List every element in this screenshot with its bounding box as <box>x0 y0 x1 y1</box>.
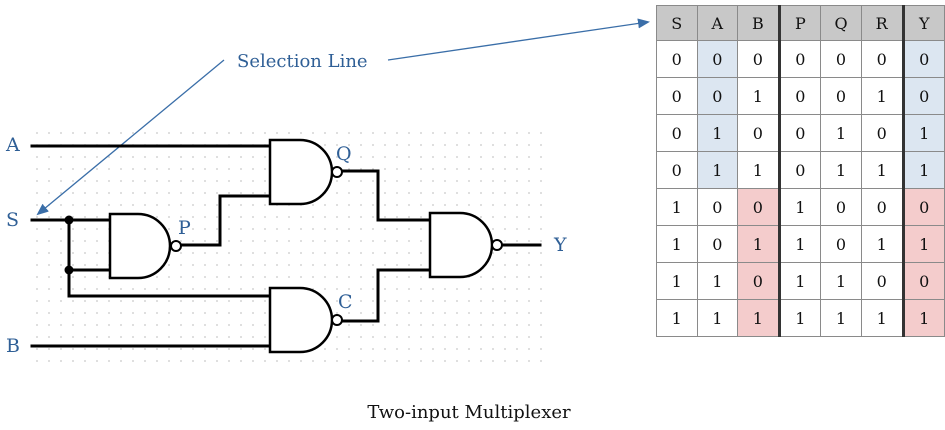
truth-table-header-r: R <box>860 5 904 41</box>
truth-table-cell-s: 0 <box>656 114 698 152</box>
truth-table-cell-y: 0 <box>901 262 945 300</box>
truth-table-cell-r: 1 <box>860 225 904 263</box>
truth-table-cell-q: 0 <box>820 188 862 226</box>
truth-table-cell-r: 1 <box>860 299 904 337</box>
truth-table-cell-y: 0 <box>901 40 945 78</box>
truth-table-cell-s: 1 <box>656 188 698 226</box>
truth-table-cell-b: 1 <box>737 77 780 115</box>
truth-table-cell-p: 0 <box>777 40 822 78</box>
truth-table-cell-y: 1 <box>901 299 945 337</box>
truth-table-cell-b: 0 <box>737 262 780 300</box>
truth-table-cell-r: 0 <box>860 262 904 300</box>
wire-p-to-q <box>180 194 272 247</box>
callout-arrow-to-table <box>387 18 650 61</box>
truth-table-cell-r: 0 <box>860 114 904 152</box>
truth-table-cell-a: 1 <box>696 262 739 300</box>
truth-table-header-y: Y <box>901 5 945 41</box>
truth-table-cell-b: 1 <box>737 225 780 263</box>
truth-table-cell-r: 0 <box>860 40 904 78</box>
truth-table-header-q: Q <box>820 5 862 41</box>
wire-s-to-c <box>67 268 272 298</box>
truth-table-cell-a: 0 <box>696 77 739 115</box>
truth-table-cell-q: 1 <box>820 262 862 300</box>
truth-table-cell-a: 0 <box>696 40 739 78</box>
callout-label: Selection Line <box>237 51 368 72</box>
truth-table-cell-r: 1 <box>860 151 904 189</box>
truth-table-cell-b: 0 <box>737 114 780 152</box>
truth-table-header-a: A <box>696 5 739 41</box>
truth-table-cell-q: 0 <box>820 40 862 78</box>
truth-table-cell-r: 1 <box>860 77 904 115</box>
truth-table-cell-y: 1 <box>901 225 945 263</box>
truth-table-cell-p: 1 <box>777 262 822 300</box>
input-label-b: B <box>6 335 20 357</box>
truth-table-cell-a: 0 <box>696 188 739 226</box>
truth-table-cell-r: 0 <box>860 188 904 226</box>
diagram-caption: Two-input Multiplexer <box>367 402 571 423</box>
truth-table-cell-y: 1 <box>901 114 945 152</box>
truth-table-cell-s: 1 <box>656 225 698 263</box>
truth-table-cell-p: 0 <box>777 114 822 152</box>
truth-table-cell-q: 0 <box>820 77 862 115</box>
truth-table-cell-s: 0 <box>656 151 698 189</box>
truth-table-cell-q: 0 <box>820 225 862 263</box>
nand-gate-output <box>428 211 503 279</box>
gate-label-q: Q <box>336 143 352 165</box>
truth-table-cell-q: 1 <box>820 114 862 152</box>
truth-table-cell-q: 1 <box>820 299 862 337</box>
callout-arrow-to-s <box>36 59 225 216</box>
truth-table-cell-a: 0 <box>696 225 739 263</box>
truth-table-cell-b: 0 <box>737 40 780 78</box>
truth-table-cell-y: 0 <box>901 188 945 226</box>
truth-table-header-p: P <box>777 5 822 41</box>
wire-q-to-output-gate <box>340 169 432 222</box>
output-label-y: Y <box>553 234 567 256</box>
wires <box>30 144 542 348</box>
truth-table-cell-s: 1 <box>656 262 698 300</box>
truth-table-cell-s: 0 <box>656 40 698 78</box>
truth-table-cell-a: 1 <box>696 299 739 337</box>
truth-table-header-b: B <box>737 5 780 41</box>
wire-c-to-output-gate <box>340 268 432 323</box>
truth-table-cell-b: 0 <box>737 188 780 226</box>
truth-table-cell-p: 0 <box>777 77 822 115</box>
truth-table-cell-a: 1 <box>696 114 739 152</box>
truth-table-cell-s: 0 <box>656 77 698 115</box>
truth-table-cell-y: 0 <box>901 77 945 115</box>
truth-table-cell-y: 1 <box>901 151 945 189</box>
truth-table-cell-p: 1 <box>777 225 822 263</box>
gate-label-p: P <box>178 217 191 239</box>
truth-table-cell-a: 1 <box>696 151 739 189</box>
nand-gate-p <box>108 212 182 280</box>
truth-table-cell-p: 0 <box>777 151 822 189</box>
nand-gate-c <box>268 286 343 354</box>
input-label-a: A <box>5 134 20 156</box>
nand-gate-q <box>268 138 343 206</box>
truth-table-cell-s: 1 <box>656 299 698 337</box>
input-label-s: S <box>6 209 19 231</box>
truth-table-cell-p: 1 <box>777 299 822 337</box>
truth-table-cell-b: 1 <box>737 151 780 189</box>
truth-table-cell-b: 1 <box>737 299 780 337</box>
junction-dot-s-lower <box>64 265 74 275</box>
truth-table-header-s: S <box>656 5 698 41</box>
truth-table-cell-p: 1 <box>777 188 822 226</box>
truth-table-cell-q: 1 <box>820 151 862 189</box>
gate-label-c: C <box>338 291 353 313</box>
junction-dot-s <box>64 215 74 225</box>
